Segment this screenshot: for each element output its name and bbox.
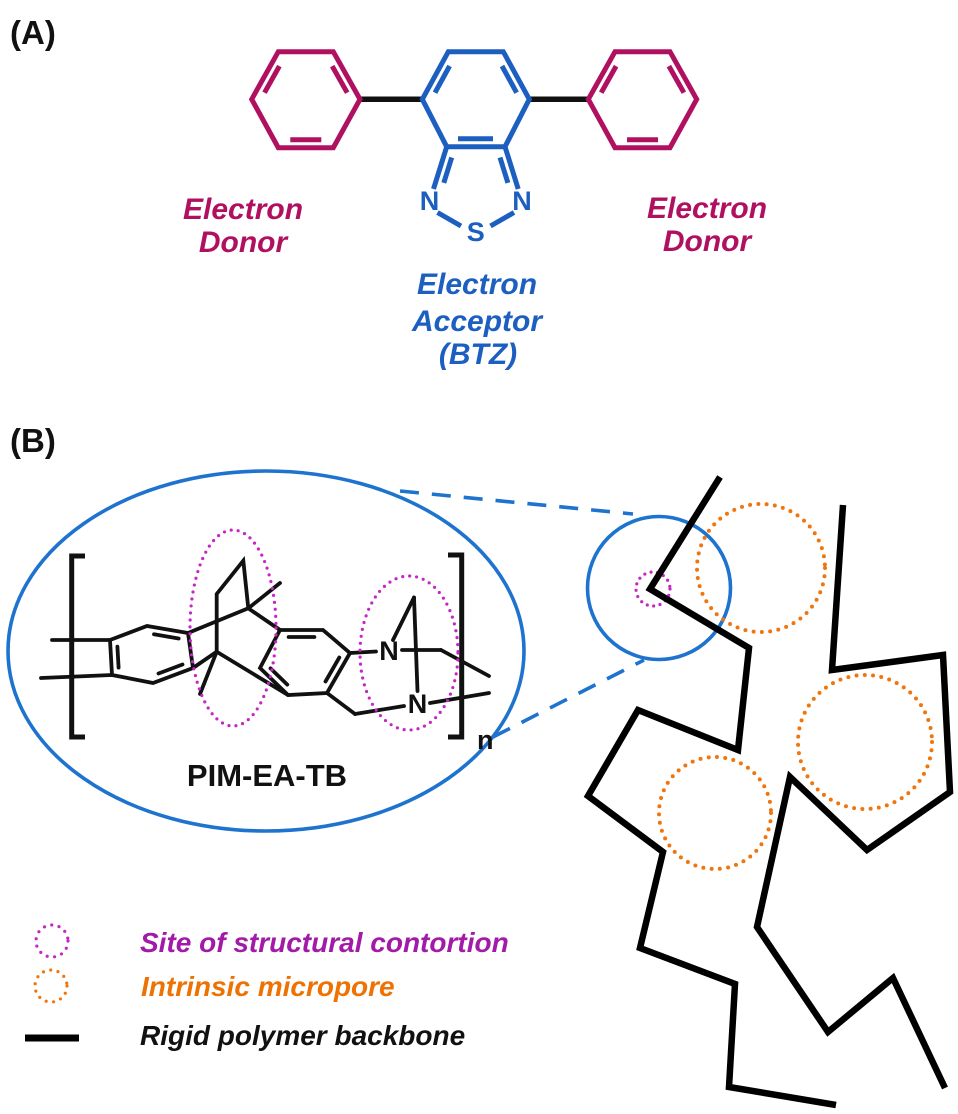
micropore-circle-3: [657, 755, 773, 871]
double-bond: [599, 64, 619, 94]
bond-c-n-left: [431, 145, 450, 190]
acceptor-caption: Electron Acceptor (BTZ): [411, 268, 544, 371]
double-bond: [666, 64, 687, 94]
legend-backbone-label: Rigid polymer backbone: [140, 1020, 465, 1051]
zoom-circle: [585, 514, 733, 662]
contortion-ellipse-right: [358, 574, 460, 732]
pim-atom-labels: N N: [379, 636, 427, 719]
double-bond: [330, 64, 350, 94]
legend-micropore-icon: [33, 968, 69, 1004]
double-bond: [262, 64, 282, 94]
double-bond: [152, 632, 181, 641]
polymer-name: PIM-EA-TB: [187, 758, 347, 793]
zoom-callout: [6, 469, 733, 833]
acceptor-line3: (BTZ): [439, 338, 517, 371]
acceptor-line2: Acceptor: [411, 305, 544, 338]
bond-stub: [439, 648, 491, 678]
zoom-dashed-line-top: [399, 489, 634, 516]
atom-n-upper: N: [379, 636, 399, 666]
double-bond: [115, 644, 121, 670]
bond-stub: [39, 673, 114, 680]
atom-n-left: N: [420, 186, 440, 216]
legend-contortion-label: Site of structural contortion: [140, 927, 509, 958]
panel-a-label: (A): [10, 14, 56, 51]
panel-b: (B): [6, 422, 954, 1109]
bond-c-n-right: [502, 145, 521, 190]
double-bond: [441, 156, 455, 184]
right-phenyl-hexagon: [585, 49, 700, 151]
panel-a: (A): [10, 14, 767, 371]
btz-atom-labels: N N S: [420, 186, 532, 247]
troger-bridge-leg: [412, 595, 420, 693]
bond-bridgehead: [186, 606, 251, 635]
bond-c-c: [325, 691, 357, 716]
pim-molecule-bonds: [39, 555, 491, 716]
donor-rings: [248, 49, 700, 151]
bond-bridgehead: [214, 649, 290, 697]
panel-b-label: (B): [10, 422, 56, 459]
double-bond: [156, 662, 185, 676]
btz-benzene-hexagon: [419, 49, 533, 150]
left-donor-line1: Electron: [183, 193, 303, 226]
zoom-ellipse: [6, 469, 526, 833]
bond-bridgehead: [191, 649, 219, 670]
atom-s: S: [467, 217, 485, 247]
right-donor-line2: Donor: [663, 225, 754, 258]
pim-benzene-left: [108, 624, 196, 685]
donor-captions: Electron Donor Electron Donor: [183, 192, 767, 259]
double-bond: [323, 655, 342, 684]
zoom-dashed-line-bottom: [492, 658, 645, 739]
left-donor-line2: Donor: [199, 226, 290, 259]
bracket-left: [69, 553, 85, 740]
repeat-subscript: n: [477, 725, 494, 755]
bond-c-n: [348, 649, 378, 655]
left-phenyl-ring: [248, 49, 363, 151]
btz-acceptor-bonds: [419, 49, 533, 229]
bond-bridgehead: [246, 606, 282, 632]
double-bond: [497, 156, 511, 184]
contortion-markers: [188, 528, 672, 732]
micropore-circles: [657, 502, 934, 871]
contortion-dot-small: [634, 570, 672, 608]
bracket-right: [448, 552, 465, 740]
atom-n-right: N: [512, 186, 532, 216]
repeat-brackets: [69, 552, 465, 740]
bond-stub: [198, 649, 219, 696]
backbone-zigzag-left: [583, 475, 837, 1109]
left-phenyl-hexagon: [248, 49, 363, 151]
contortion-ellipse-left: [188, 528, 278, 728]
legend: Site of structural contortion Intrinsic …: [25, 923, 509, 1051]
backbone-zigzag-right: [753, 504, 954, 1090]
double-bond: [432, 64, 452, 94]
micropore-circle-1: [695, 502, 827, 634]
right-phenyl-ring: [585, 49, 700, 151]
right-donor-line1: Electron: [647, 192, 767, 225]
bond-c-n: [353, 704, 406, 716]
bond-n-s-left: [436, 210, 463, 229]
acceptor-line1: Electron: [417, 268, 537, 301]
ethano-bridge: [214, 555, 251, 654]
legend-micropore-label: Intrinsic micropore: [141, 971, 395, 1002]
legend-contortion-icon: [34, 923, 70, 959]
troger-bridge-leg: [391, 595, 416, 642]
double-bond: [499, 64, 519, 94]
bond-n-s-right: [489, 210, 516, 229]
bond-stub: [246, 581, 282, 611]
double-bond: [268, 666, 290, 687]
polymer-backbone: [583, 475, 954, 1109]
atom-n-lower: N: [408, 689, 428, 719]
micropore-circle-2: [796, 673, 934, 811]
